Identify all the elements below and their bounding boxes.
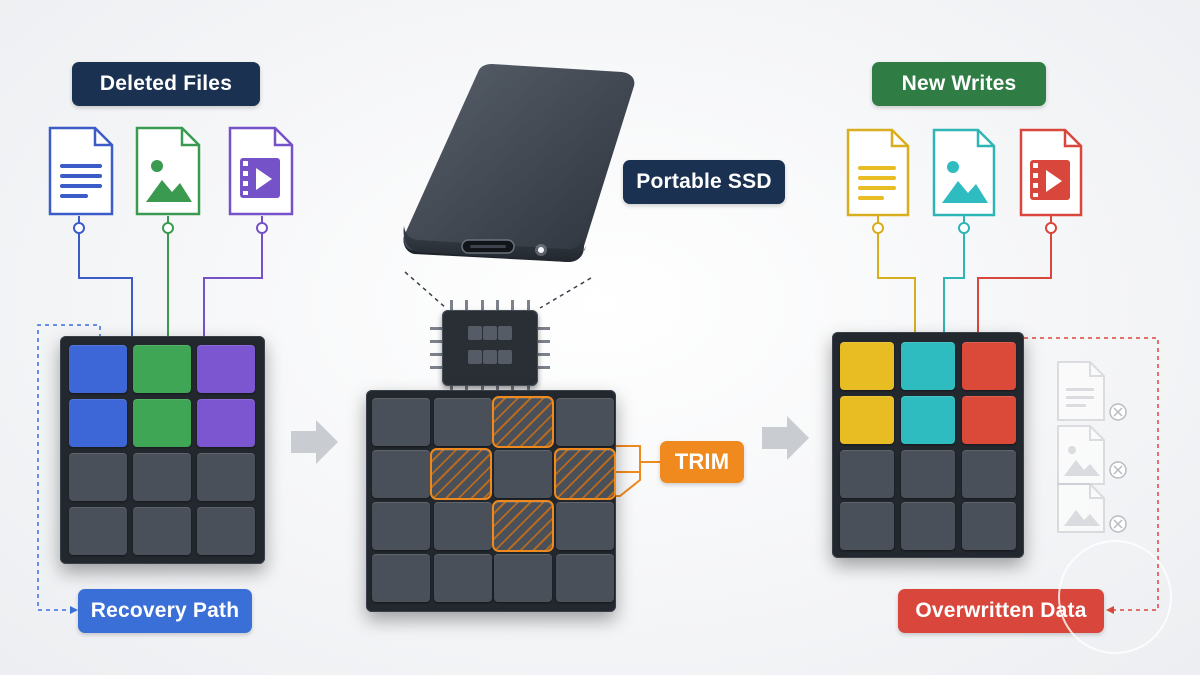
block-deleted-image [133, 345, 191, 393]
block-empty [372, 450, 430, 498]
overwritten-doc-icon [1057, 361, 1105, 421]
block-empty [372, 502, 430, 550]
block-empty [962, 450, 1016, 498]
block-deleted-image [133, 399, 191, 447]
block-empty [494, 450, 552, 498]
block-new-video [962, 342, 1016, 390]
block-new-image [901, 396, 955, 444]
new-doc-icon [846, 128, 910, 217]
portable-ssd-label: Portable SSD [623, 160, 785, 204]
block-empty [840, 502, 894, 550]
block-new-doc [840, 396, 894, 444]
block-new-video [962, 396, 1016, 444]
block-new-image [901, 342, 955, 390]
block-empty [494, 554, 552, 602]
block-empty [840, 450, 894, 498]
block-empty [556, 554, 614, 602]
deleted-connectors [73, 216, 268, 338]
recovery-path-label: Recovery Path [78, 589, 252, 633]
block-empty [133, 453, 191, 501]
block-empty [133, 507, 191, 555]
new-writes-label: New Writes [872, 62, 1046, 106]
block-empty [901, 502, 955, 550]
block-empty [372, 398, 430, 446]
controller-chip [430, 300, 550, 396]
block-trimmed [492, 500, 554, 552]
new-video-icon [1019, 128, 1083, 217]
block-trimmed [430, 448, 492, 500]
overwritten-image-icon-2 [1057, 483, 1105, 533]
block-empty [962, 502, 1016, 550]
block-deleted-doc [69, 345, 127, 393]
flow-arrow-left [291, 420, 338, 464]
block-empty [556, 502, 614, 550]
deleted-doc-icon [48, 126, 114, 216]
deleted-image-icon [135, 126, 201, 216]
block-empty [434, 398, 492, 446]
block-trimmed [492, 396, 554, 448]
trim-label: TRIM [660, 441, 744, 483]
portable-ssd-device [403, 64, 635, 262]
removed-x-icons [1109, 403, 1127, 533]
block-deleted-video [197, 345, 255, 393]
recovery-path-line [37, 324, 101, 614]
block-deleted-video [197, 399, 255, 447]
ssd-block-grid [366, 390, 616, 612]
deleted-files-label: Deleted Files [72, 62, 260, 106]
new-image-icon [932, 128, 996, 217]
block-empty [434, 554, 492, 602]
block-empty [197, 453, 255, 501]
overwritten-image-icon [1057, 425, 1105, 485]
deleted-video-icon [228, 126, 294, 216]
new-writes-block-grid [832, 332, 1024, 558]
block-new-doc [840, 342, 894, 390]
block-empty [69, 453, 127, 501]
block-empty [556, 398, 614, 446]
deleted-data-block-grid [60, 336, 265, 564]
block-trimmed [554, 448, 616, 500]
block-deleted-doc [69, 399, 127, 447]
flow-arrow-right [762, 416, 809, 460]
block-empty [372, 554, 430, 602]
block-empty [901, 450, 955, 498]
block-empty [69, 507, 127, 555]
watermark-circle [1058, 540, 1172, 654]
block-empty [197, 507, 255, 555]
new-writes-connectors [872, 216, 1057, 342]
block-empty [434, 502, 492, 550]
ssd-chip-link [404, 271, 592, 309]
